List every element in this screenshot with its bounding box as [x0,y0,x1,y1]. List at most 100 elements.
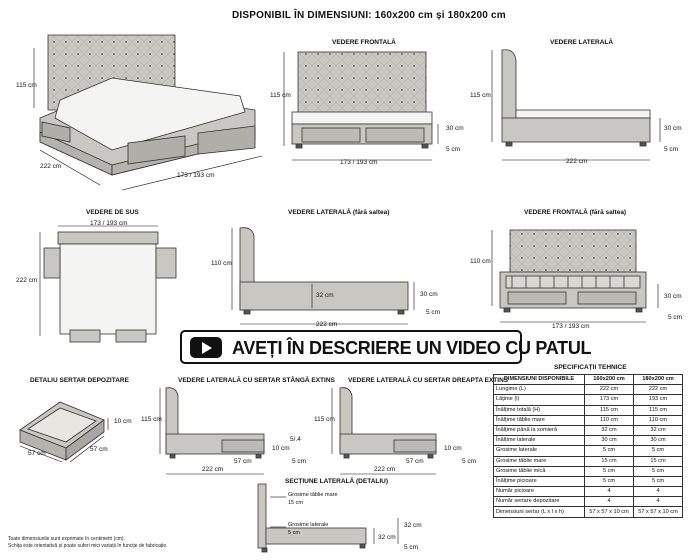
spec-name: Înălțime laterale [493,435,585,447]
front-no-mattress-bed [499,229,647,313]
side-no-mattress-bed [239,227,409,315]
spec-name: Număr picioare [493,486,585,498]
dim-srd-length: 222 cm [374,466,396,473]
spec-name: Lățime (l) [493,394,585,406]
spec-name: Înălțime până la somieră [493,424,585,437]
spec-value: 4 [633,496,683,508]
play-icon [190,337,222,358]
video-banner[interactable]: AVEȚI ÎN DESCRIERE UN VIDEO CU PATUL [180,330,592,364]
dim-drawer-depth: 57 cm [28,450,46,457]
spec-value: 15 cm [584,455,634,467]
dim-front-height: 115 cm [270,92,291,99]
dim-side-length: 222 cm [566,158,588,165]
dim-fnm-width: 173 / 193 cm [552,323,590,330]
spec-value: 222 cm [633,384,683,396]
section-detail [257,483,367,553]
dim-sld-drawer: 57 cm [234,458,252,465]
title-front-view: VEDERE FRONTALĂ [332,39,396,46]
spec-name: Grosime tăblie mică [493,465,585,477]
dim-iso-height: 115 cm [16,82,37,89]
top-view-bed [43,231,177,343]
spec-name: Grosime tăblie mare [493,455,585,467]
side-left-drawer-bed [165,387,265,459]
title-drawer-detail: DETALIU SERTAR DEPOZITARE [30,377,129,384]
dim-section-rail: 32 cm [404,522,422,529]
title-side-left-drawer: VEDERE LATERALĂ CU SERTAR STÂNGĂ EXTINS [178,377,335,384]
dim-snm-base: 32 cm [316,292,334,299]
spec-value: 30 cm [633,435,683,447]
spec-value: 193 cm [633,394,683,406]
spec-name: Înălțime totală (H) [493,404,585,416]
section-side-dim: 5 cm [288,530,300,536]
dim-fnm-leg: 5 cm [668,314,683,321]
title-top-view: VEDERE DE SUS [86,209,139,216]
dim-snm-length: 222 cm [316,321,338,328]
spec-header-cell: 180x200 cm [633,373,683,386]
spec-value: 5 cm [633,445,683,457]
dim-sld-leg: 5 cm [292,458,307,465]
spec-value: 4 [584,496,634,508]
dim-fnm-rail: 30 cm [664,293,682,300]
dim-section-leg: 5 cm [404,544,419,551]
dim-sld-drawer-h: 10 cm [272,445,290,452]
dim-snm-height: 110 cm [211,260,232,267]
section-headboard-dim: 15 cm [288,500,303,506]
spec-name: Înălțime picioare [493,475,585,488]
spec-value: 4 [633,486,683,498]
dim-snm-rail: 30 cm [420,291,438,298]
spec-value: 4 [584,486,634,498]
spec-value: 173 cm [584,394,634,406]
spec-header-row: DIMENSIUNI DISPONIBILE 160x200 cm 180x20… [493,373,683,386]
spec-value: 110 cm [633,414,683,426]
dim-drawer-width: 57 cm [90,446,108,453]
title-front-no-mattress: VEDERE FRONTALĂ (fără saltea) [524,209,627,216]
spec-value: 5 cm [633,465,683,477]
spec-value: 57 x 57 x 10 cm [584,506,634,518]
spec-value: 5 cm [584,475,634,488]
footer-note-disclaimer: Schița este orientativă și poate suferi … [8,543,168,549]
section-headboard-label: Grosime tăblie mare [288,492,338,498]
dim-side-rail: 30 cm [664,125,682,132]
page-title: DISPONIBIL ÎN DIMENSIUNI: 160x200 cm și … [232,10,506,21]
title-side-right-drawer: VEDERE LATERALĂ CU SERTAR DREAPTA EXTINS [348,377,509,384]
front-view-bed [291,51,433,149]
spec-name: Grosime laterale [493,445,585,457]
dim-iso-width: 173 / 193 cm [177,172,215,179]
title-side-view: VEDERE LATERALĂ [550,39,614,46]
spec-name: Lungime (L) [493,384,585,396]
table-row: Dimensiuni sertar (L x l x h)57 x 57 x 1… [493,506,683,518]
spec-header-cell: DIMENSIUNI DISPONIBILE [493,373,585,386]
side-right-drawer-bed [339,387,437,459]
side-view-bed [501,49,651,147]
dim-side-leg: 5 cm [664,146,679,153]
dim-front-width: 173 / 193 cm [340,159,378,166]
dim-sld-mark: 5/.4 [290,436,301,443]
spec-value: 5 cm [584,465,634,477]
spec-name: Număr sertare depozitare [493,496,585,508]
spec-value: 5 cm [584,445,634,457]
isometric-bed [39,34,256,176]
dim-sld-length: 222 cm [202,466,224,473]
dim-section-base: 32 cm [378,534,396,541]
spec-value: 5 cm [633,475,683,488]
dim-side-height: 115 cm [470,92,491,99]
dim-front-leg: 5 cm [446,146,461,153]
dim-top-length: 222 cm [16,277,38,284]
spec-name: Dimensiuni sertar (L x l x h) [493,506,585,518]
title-side-no-mattress: VEDERE LATERALĂ (fără saltea) [288,209,390,216]
spec-value: 32 cm [633,424,683,437]
spec-value: 32 cm [584,424,634,437]
section-side-label: Grosime laterale [288,522,329,528]
dim-srd-leg: 5 cm [462,458,477,465]
spec-title: SPECIFICAȚII TEHNICE [554,364,627,371]
dim-iso-length: 222 cm [40,163,62,170]
dim-srd-height: 115 cm [314,416,335,423]
